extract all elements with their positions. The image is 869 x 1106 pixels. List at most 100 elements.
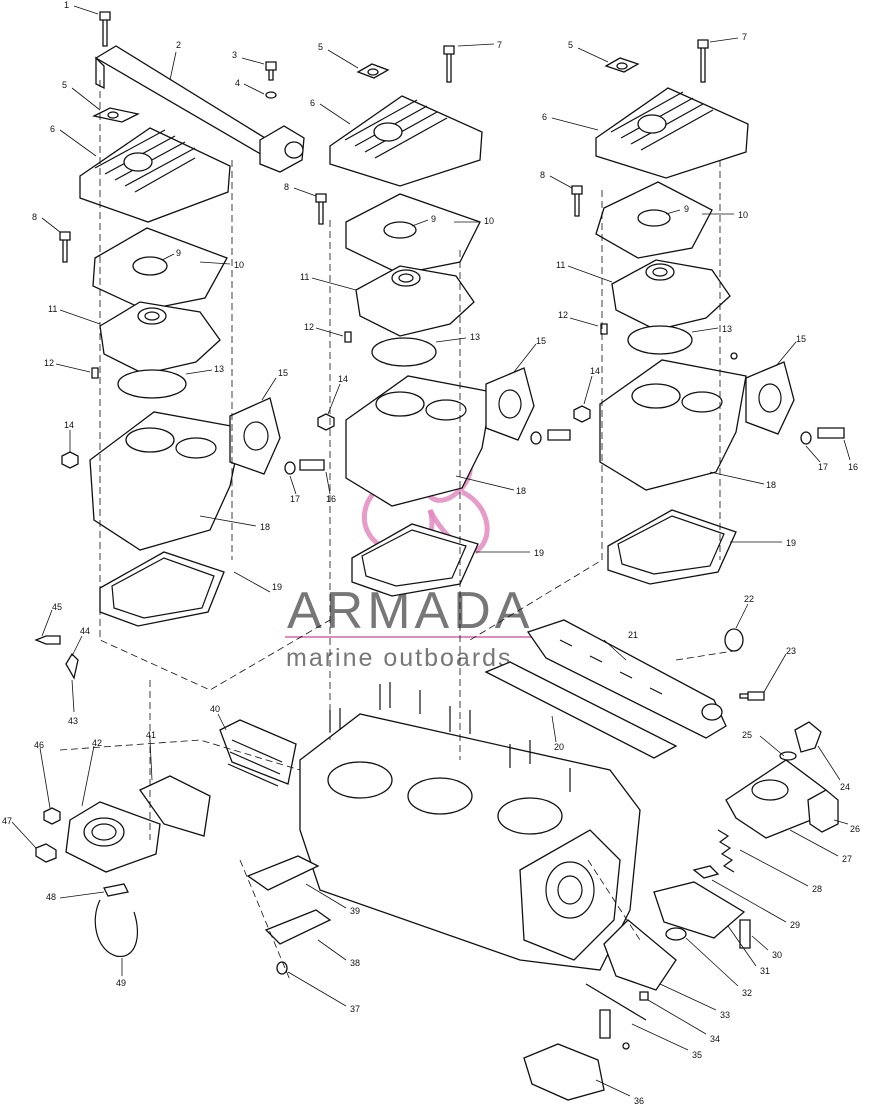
svg-text:38: 38 [350,958,360,968]
svg-text:34: 34 [710,1034,720,1044]
svg-text:33: 33 [720,1010,730,1020]
svg-text:15: 15 [536,336,546,346]
svg-text:49: 49 [116,978,126,988]
svg-text:26: 26 [850,824,860,834]
callout-24: 24 [817,745,850,792]
left-head-assembly [59,11,325,627]
callout-5c: 5 [568,40,609,63]
callout-19b: 19 [476,548,544,558]
callout-31: 31 [727,925,770,976]
svg-text:14: 14 [64,420,74,430]
callout-43: 43 [68,679,78,726]
svg-text:14: 14 [590,366,600,376]
callout-12c: 12 [558,310,599,327]
callout-8a: 8 [32,212,61,233]
callout-2: 2 [169,40,181,81]
svg-text:25: 25 [742,730,752,740]
callout-6b: 6 [310,98,351,125]
svg-text:8: 8 [284,182,289,192]
callout-8c: 8 [540,170,573,189]
callout-26: 26 [833,819,860,834]
callout-14b: 14 [327,374,348,415]
right-head-assembly [571,39,845,585]
exhaust-manifold-21 [526,619,727,739]
callout-32: 32 [685,937,752,998]
callout-47: 47 [2,816,37,849]
center-head-assembly [315,45,571,597]
svg-text:19: 19 [786,538,796,548]
svg-text:23: 23 [786,646,796,656]
callout-25: 25 [742,730,785,757]
callout-41: 41 [146,730,156,781]
callout-3: 3 [232,50,265,65]
svg-text:18: 18 [260,522,270,532]
intake-parts-left [34,635,332,975]
callout-45: 45 [41,602,62,637]
callout-14c: 14 [583,366,600,405]
svg-text:21: 21 [628,630,638,640]
svg-text:16: 16 [326,494,336,504]
callout-33: 33 [659,983,730,1020]
callout-5a: 5 [62,80,101,111]
svg-text:15: 15 [796,334,806,344]
callout-18a: 18 [199,515,270,532]
callout-14a: 14 [64,420,74,452]
svg-text:13: 13 [722,324,732,334]
svg-text:29: 29 [790,920,800,930]
callout-6c: 6 [542,112,599,131]
callout-10c: 10 [702,210,748,220]
callout-10a: 10 [199,260,244,270]
svg-text:12: 12 [44,358,54,368]
callout-46: 46 [34,740,51,809]
svg-text:5: 5 [62,80,67,90]
svg-text:4: 4 [235,78,240,88]
svg-text:20: 20 [554,742,564,752]
svg-text:35: 35 [692,1050,702,1060]
svg-text:31: 31 [760,966,770,976]
callout-42: 42 [81,738,102,807]
callout-12a: 12 [44,358,91,373]
callout-20: 20 [551,715,564,752]
svg-text:10: 10 [738,210,748,220]
callout-44: 44 [71,626,90,657]
callout-13a: 13 [185,364,224,375]
svg-text:24: 24 [840,782,850,792]
svg-text:14: 14 [338,374,348,384]
callout-5b: 5 [318,42,359,69]
callout-39: 39 [305,883,360,916]
svg-text:5: 5 [568,40,573,50]
callout-38: 38 [317,939,360,968]
svg-text:16: 16 [848,462,858,472]
svg-text:11: 11 [556,260,565,270]
callout-13c: 13 [691,324,732,334]
svg-text:5: 5 [318,42,323,52]
svg-text:17: 17 [818,462,828,472]
svg-text:46: 46 [34,740,44,750]
callout-4: 4 [235,78,265,95]
svg-text:42: 42 [92,738,102,748]
callout-16b: 16 [843,439,858,472]
svg-text:40: 40 [210,704,220,714]
svg-text:43: 43 [68,716,78,726]
callout-11b: 11 [300,272,357,291]
svg-text:9: 9 [431,214,436,224]
callout-19c: 19 [730,538,796,548]
oring-22 [724,628,744,652]
callout-11c: 11 [556,260,613,283]
callout-16a: 16 [325,471,336,504]
callout-18b: 18 [455,475,526,496]
callout-10b: 10 [454,216,494,226]
callout-18c: 18 [709,471,776,490]
svg-text:19: 19 [272,582,282,592]
svg-text:3: 3 [232,50,237,60]
svg-text:47: 47 [2,816,12,826]
callout-11a: 11 [48,304,101,325]
callout-49: 49 [116,958,126,988]
alignment-lines [59,80,741,981]
svg-text:17: 17 [290,494,300,504]
pump-parts-right [523,721,839,1101]
svg-text:13: 13 [470,332,480,342]
svg-text:7: 7 [742,32,747,42]
callout-13b: 13 [435,332,480,343]
callout-7b: 7 [709,32,747,43]
